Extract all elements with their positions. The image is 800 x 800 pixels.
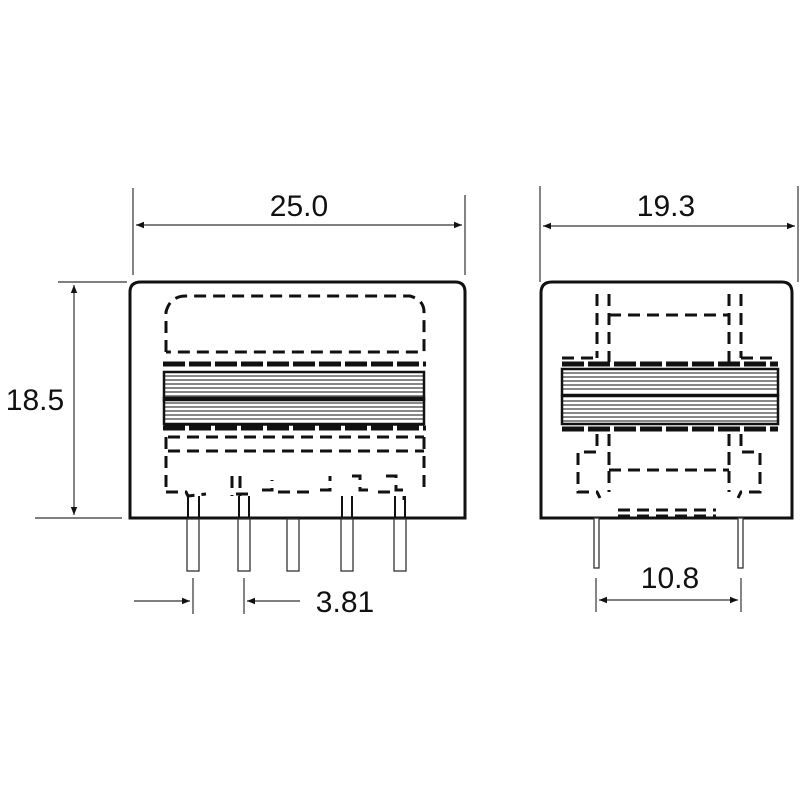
side-width-label: 19.3 (637, 190, 695, 223)
side-lower-bobbin (576, 434, 762, 518)
front-pin-5 (393, 518, 407, 572)
front-pin-3 (286, 518, 300, 572)
front-pin-1 (186, 518, 200, 572)
front-body-outline (128, 280, 467, 520)
side-pin-spacing-dimension (595, 578, 742, 612)
front-pin-pitch-label: 3.81 (316, 586, 374, 619)
side-body-outline (539, 280, 794, 520)
front-width-dimension (132, 188, 466, 275)
front-pin-2 (237, 518, 251, 572)
front-width-label: 25.0 (270, 190, 328, 223)
side-width-dimension (539, 186, 799, 282)
side-pin-1 (593, 517, 600, 569)
front-height-dimension (35, 281, 127, 519)
front-lower-bobbin (164, 435, 426, 500)
front-pin-4 (340, 518, 354, 572)
side-pin-2 (737, 517, 744, 569)
side-pins (593, 517, 744, 569)
side-lamination-stack (560, 367, 780, 426)
side-view: 19.3 (539, 186, 799, 612)
side-pin-spacing-label: 10.8 (641, 562, 699, 595)
front-lamination-stack (162, 370, 426, 426)
front-pins (186, 496, 407, 572)
front-height-label: 18.5 (6, 384, 64, 417)
side-upper-bobbin (562, 294, 776, 362)
front-view: 25.0 18.5 (6, 188, 467, 619)
front-upper-bobbin (164, 294, 426, 354)
front-pin-pitch-dimension (134, 578, 300, 614)
